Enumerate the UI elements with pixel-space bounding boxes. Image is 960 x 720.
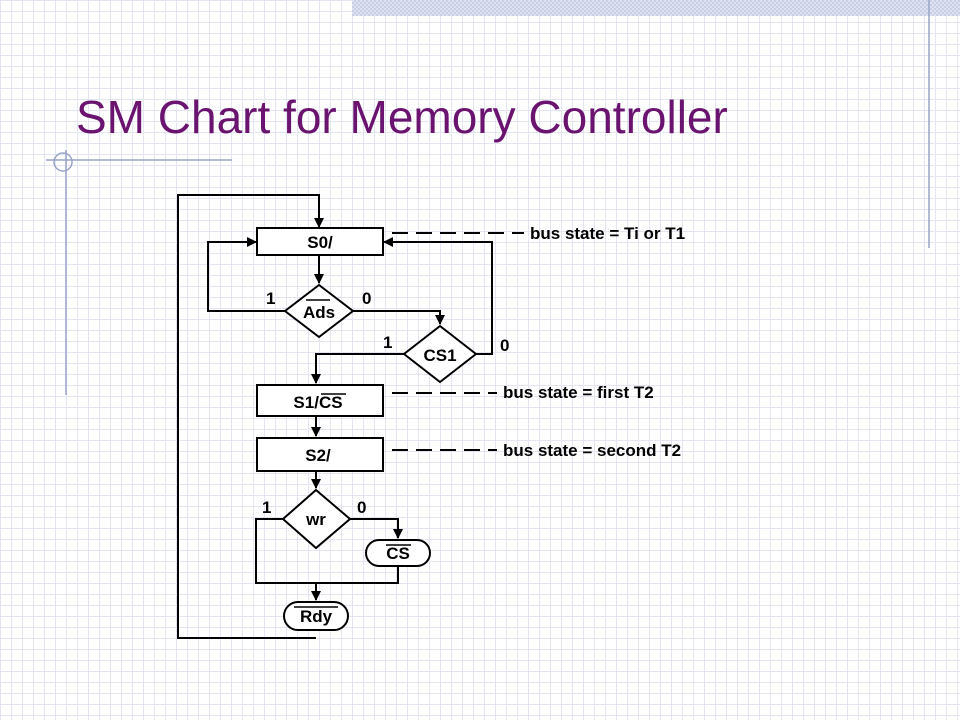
branch-wr-true: 1: [262, 498, 271, 517]
decision-cs1: CS1: [402, 324, 478, 384]
decision-ads: Ads: [283, 283, 355, 339]
state-s0-label: S0/: [307, 233, 333, 252]
slide-title: SM Chart for Memory Controller: [76, 91, 728, 143]
top-decorative-bar: [352, 0, 960, 16]
output-cs-label: CS: [386, 544, 410, 563]
branch-wr-false: 0: [357, 498, 366, 517]
state-s2: S2/: [256, 437, 384, 472]
branch-cs1-false: 0: [500, 336, 509, 355]
decision-cs1-label: CS1: [423, 346, 456, 365]
branch-ads-false: 0: [362, 289, 371, 308]
state-s1-label: S1/CS: [293, 393, 342, 412]
decision-wr-label: wr: [305, 510, 326, 529]
annotation-s2: bus state = second T2: [503, 441, 681, 460]
branch-cs1-true: 1: [383, 333, 392, 352]
state-s0: S0/: [256, 227, 384, 256]
state-s1: S1/CS: [256, 384, 384, 417]
output-rdy: Rdy: [283, 601, 349, 631]
branch-ads-true: 1: [266, 289, 275, 308]
decision-wr: wr: [281, 488, 352, 550]
output-cs: CS: [365, 539, 431, 567]
state-s2-label: S2/: [305, 446, 331, 465]
annotation-s1: bus state = first T2: [503, 383, 654, 402]
output-rdy-label: Rdy: [300, 607, 333, 626]
decision-ads-label: Ads: [303, 303, 335, 322]
annotation-s0: bus state = Ti or T1: [530, 224, 685, 243]
corner-circle-icon: [53, 152, 73, 172]
